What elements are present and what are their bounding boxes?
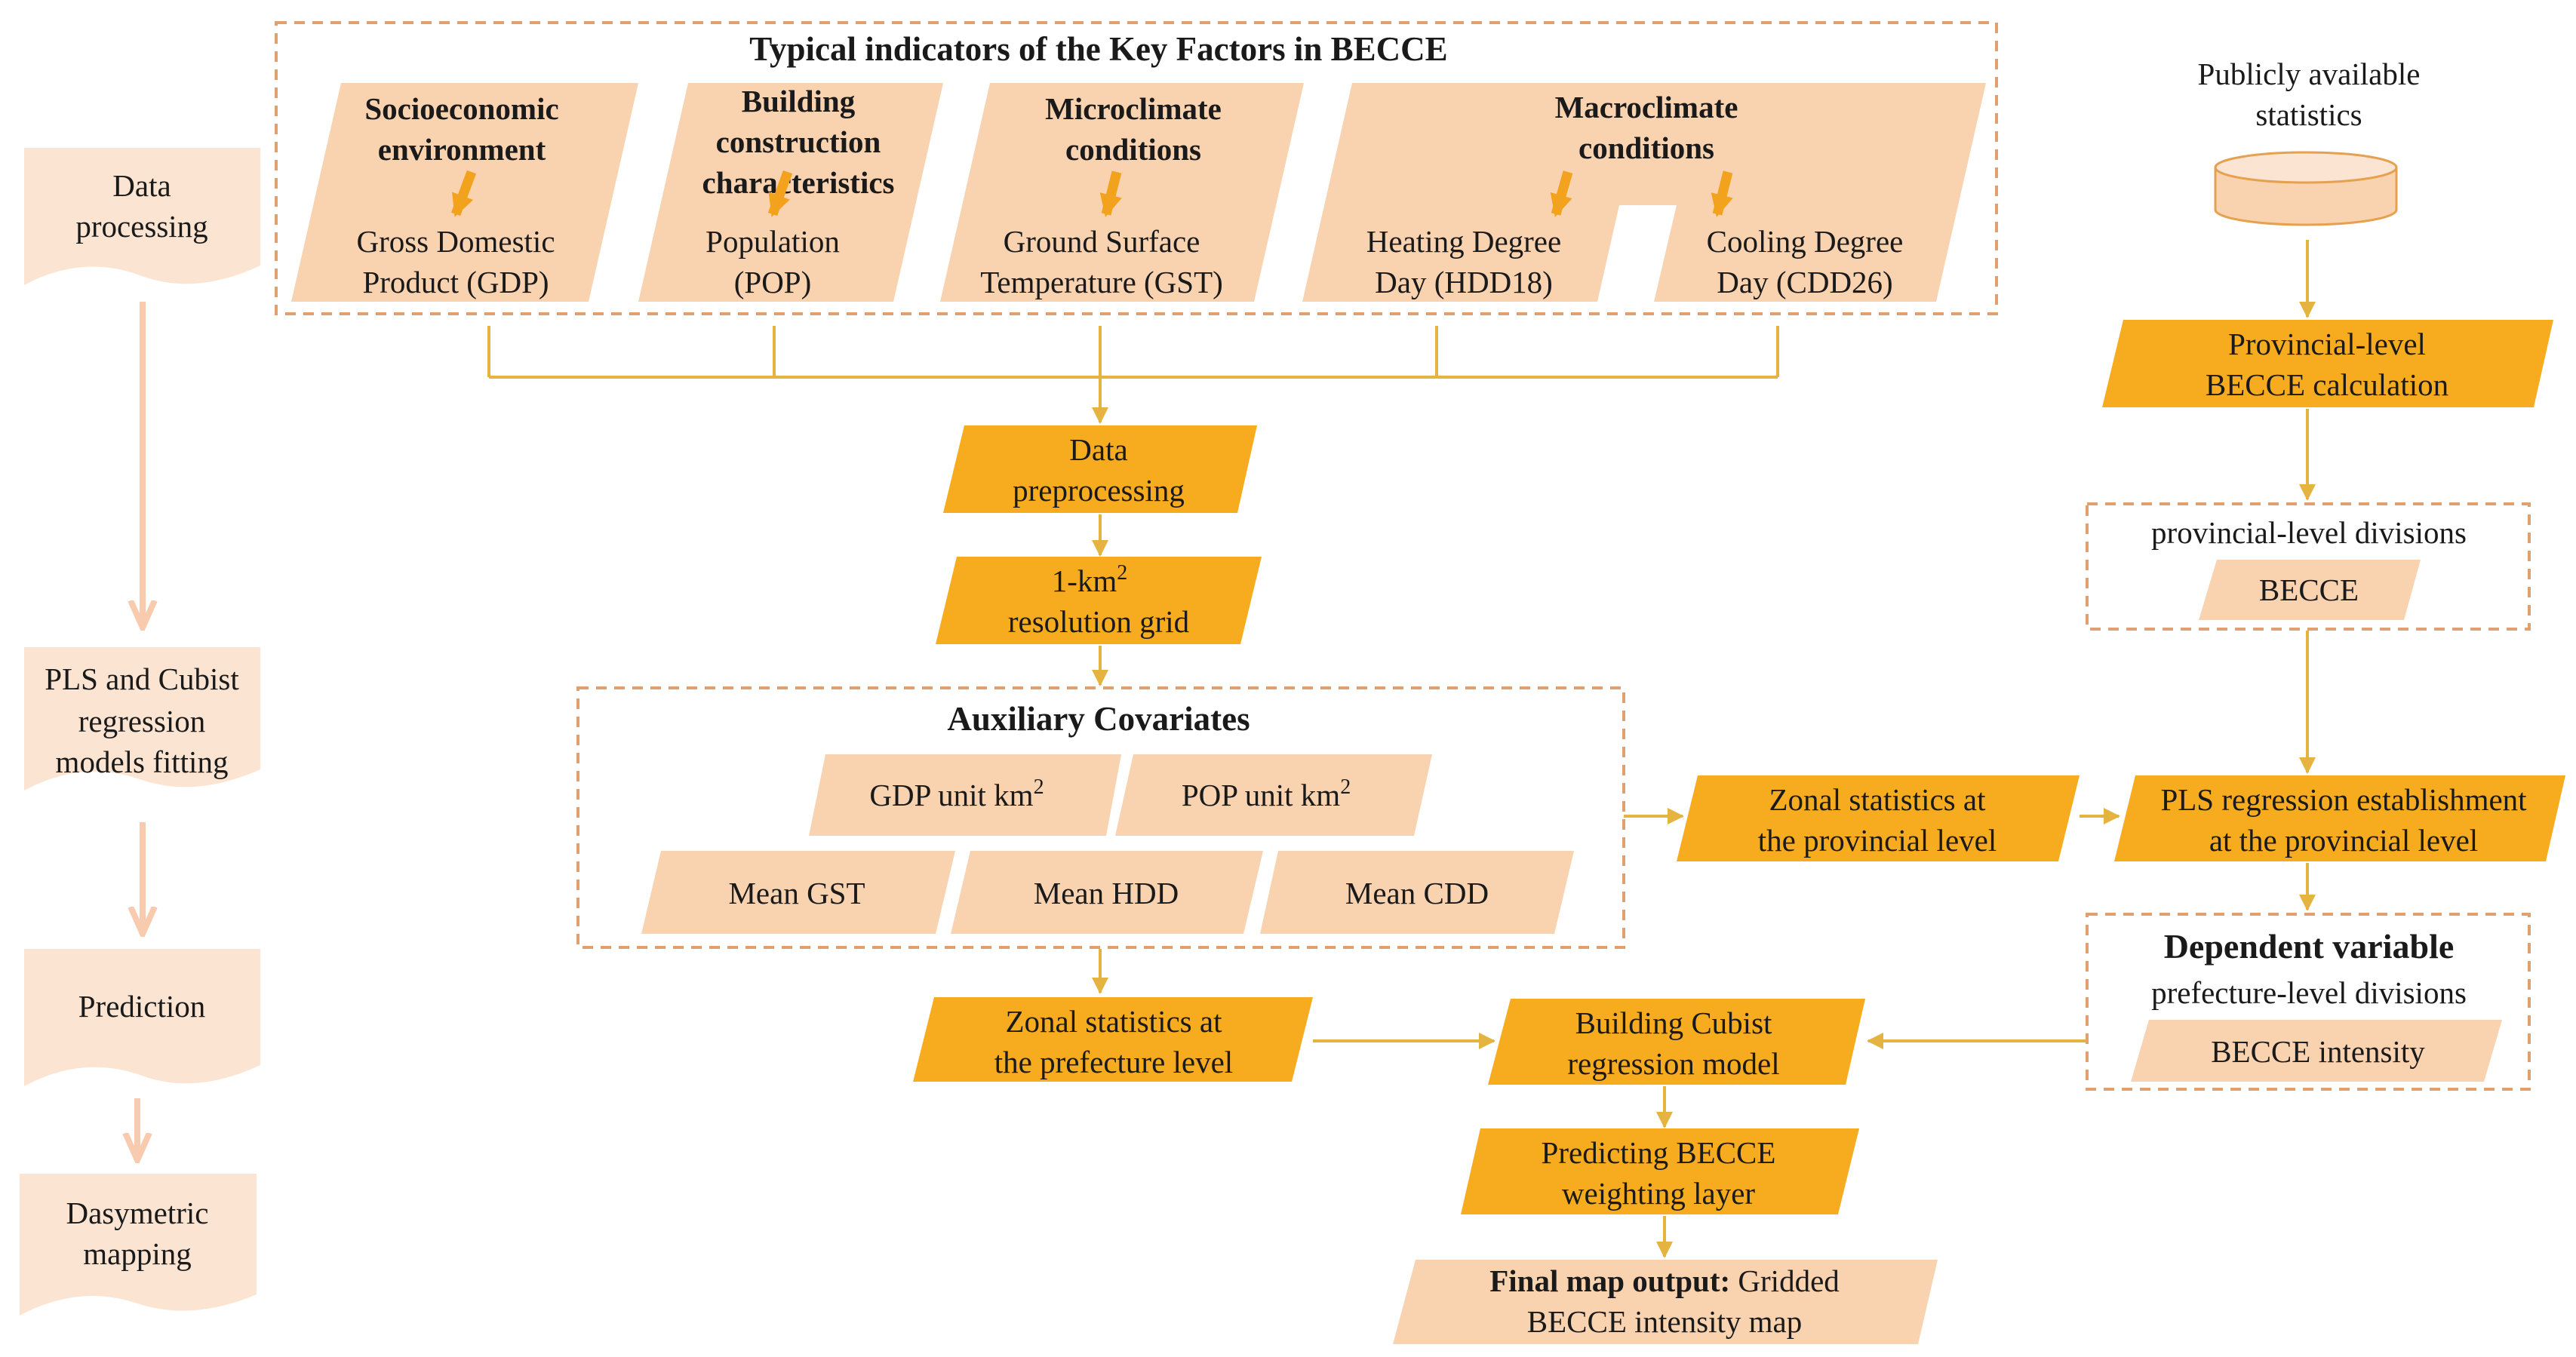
database-icon bbox=[2214, 151, 2398, 226]
covariate-gdp: GDP unit km2 bbox=[809, 754, 1121, 836]
svg-text:Mean HDD: Mean HDD bbox=[1034, 876, 1179, 910]
stage-label: Prediction bbox=[78, 989, 206, 1024]
covariate-pop: POP unit km2 bbox=[1115, 754, 1432, 836]
svg-text:Mean GST: Mean GST bbox=[728, 876, 865, 910]
svg-text:Dependent variable: Dependent variable bbox=[2164, 927, 2455, 966]
stage-prediction: Prediction bbox=[24, 949, 260, 1086]
covariate-cdd: Mean CDD bbox=[1260, 851, 1574, 934]
covariate-hdd: Mean HDD bbox=[951, 851, 1263, 934]
svg-text:prefecture-level divisions: prefecture-level divisions bbox=[2151, 975, 2467, 1010]
factor-bracket bbox=[487, 326, 1779, 424]
covariate-gst: Mean GST bbox=[641, 851, 955, 934]
factor-arrow bbox=[767, 170, 793, 217]
becce-intensity-label: BECCE intensity bbox=[2211, 1034, 2425, 1069]
becce-label-bg bbox=[2199, 560, 2421, 620]
dependent-variable-box: Dependent variable prefecture-level divi… bbox=[2086, 913, 2531, 1091]
svg-text:provincial-level divisions: provincial-level divisions bbox=[2151, 515, 2467, 550]
factor-arrow-cdd bbox=[1711, 170, 1733, 217]
becce-intensity-bg bbox=[2131, 1020, 2502, 1082]
key-factors-box: Typical indicators of the Key Factors in… bbox=[275, 21, 1998, 315]
factor-indicator: Population(POP) bbox=[705, 224, 840, 299]
covariates-box: Auxiliary Covariates GDP unit km2 POP un… bbox=[576, 686, 1625, 949]
factor-arrow-hdd bbox=[1550, 170, 1573, 217]
provincial-divisions-box: provincial-level divisions BECCE bbox=[2086, 502, 2531, 631]
svg-text:POP unit km2: POP unit km2 bbox=[1182, 775, 1351, 812]
covariates-title: Auxiliary Covariates bbox=[947, 700, 1250, 738]
factor-arrow bbox=[1099, 170, 1122, 217]
svg-text:GDP unit km2: GDP unit km2 bbox=[869, 775, 1044, 812]
factor-arrow bbox=[450, 170, 477, 217]
becce-label: BECCE bbox=[2259, 573, 2359, 607]
key-factors-title: Typical indicators of the Key Factors in… bbox=[749, 30, 1447, 68]
svg-text:Mean CDD: Mean CDD bbox=[1345, 876, 1489, 910]
